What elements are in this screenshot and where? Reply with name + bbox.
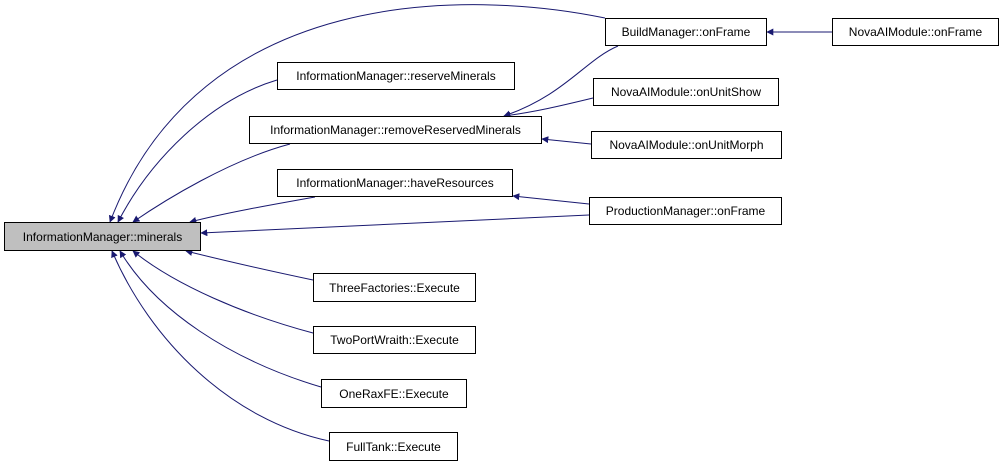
edge-nova-on-unit-show-to-remove-reserved bbox=[503, 97, 594, 119]
node-information-manager-remove-reserved-minerals[interactable]: InformationManager::removeReservedMinera… bbox=[249, 116, 542, 144]
edge-production-manager-to-have-resources bbox=[512, 193, 590, 205]
node-nova-ai-module-on-frame[interactable]: NovaAIModule::onFrame bbox=[832, 18, 999, 46]
edge-three-factories-to-minerals bbox=[185, 249, 314, 281]
edge-reserve-minerals-to-minerals bbox=[117, 79, 278, 223]
node-information-manager-minerals[interactable]: InformationManager::minerals bbox=[4, 222, 201, 251]
edge-remove-reserved-to-minerals bbox=[132, 143, 291, 223]
node-two-port-wraith-execute[interactable]: TwoPortWraith::Execute bbox=[313, 326, 476, 354]
edge-full-tank-to-minerals bbox=[111, 250, 330, 442]
node-three-factories-execute[interactable]: ThreeFactories::Execute bbox=[313, 273, 476, 302]
node-nova-ai-module-on-unit-morph[interactable]: NovaAIModule::onUnitMorph bbox=[591, 131, 782, 159]
edge-build-manager-to-minerals bbox=[108, 4, 606, 223]
edge-nova-on-unit-morph-to-remove-reserved bbox=[541, 136, 592, 145]
node-one-rax-fe-execute[interactable]: OneRaxFE::Execute bbox=[321, 379, 467, 408]
node-full-tank-execute[interactable]: FullTank::Execute bbox=[329, 432, 458, 461]
edge-two-port-wraith-to-minerals bbox=[132, 250, 314, 334]
node-build-manager-on-frame[interactable]: BuildManager::onFrame bbox=[605, 18, 767, 46]
edge-production-manager-to-minerals bbox=[200, 214, 590, 237]
edge-have-resources-to-minerals bbox=[189, 196, 316, 224]
node-information-manager-reserve-minerals[interactable]: InformationManager::reserveMinerals bbox=[277, 62, 515, 90]
edge-one-rax-fe-to-minerals bbox=[119, 250, 322, 388]
edge-build-manager-to-remove-reserved bbox=[503, 45, 619, 118]
node-information-manager-have-resources[interactable]: InformationManager::haveResources bbox=[277, 169, 513, 197]
node-nova-ai-module-on-unit-show[interactable]: NovaAIModule::onUnitShow bbox=[593, 78, 779, 106]
node-production-manager-on-frame[interactable]: ProductionManager::onFrame bbox=[589, 197, 782, 225]
